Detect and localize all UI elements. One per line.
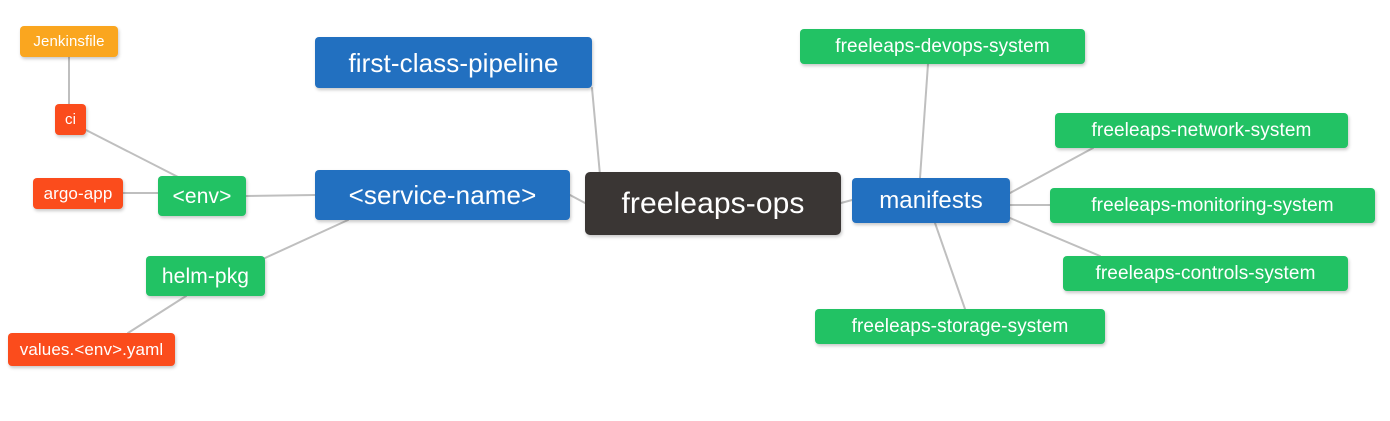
node-Jenkinsfile[interactable]: Jenkinsfile — [20, 26, 118, 57]
node-helm-pkg[interactable]: helm-pkg — [146, 256, 265, 296]
edge-env-to-ci — [85, 129, 181, 179]
edge-service-name-to-env — [245, 194, 316, 197]
node-freeleaps-ops[interactable]: freeleaps-ops — [585, 172, 841, 235]
node-freeleaps-monitoring-system[interactable]: freeleaps-monitoring-system — [1050, 188, 1375, 223]
node-env[interactable]: <env> — [158, 176, 246, 216]
edge-manifests-to-freeleaps-network-system — [1009, 147, 1094, 194]
node-first-class-pipeline[interactable]: first-class-pipeline — [315, 37, 592, 88]
node-freeleaps-devops-system[interactable]: freeleaps-devops-system — [800, 29, 1085, 64]
edge-manifests-to-freeleaps-devops-system — [919, 63, 929, 179]
node-service-name[interactable]: <service-name> — [315, 170, 570, 220]
node-values-env-yaml[interactable]: values.<env>.yaml — [8, 333, 175, 366]
node-ci[interactable]: ci — [55, 104, 86, 135]
node-freeleaps-controls-system[interactable]: freeleaps-controls-system — [1063, 256, 1348, 291]
node-argo-app[interactable]: argo-app — [33, 178, 123, 209]
edge-freeleaps-ops-to-manifests — [840, 199, 853, 204]
edge-helm-pkg-to-values-env-yaml — [127, 295, 187, 334]
edge-manifests-to-freeleaps-storage-system — [934, 222, 966, 310]
edge-service-name-to-helm-pkg — [264, 219, 349, 259]
edge-freeleaps-ops-to-service-name — [569, 194, 586, 204]
node-manifests[interactable]: manifests — [852, 178, 1010, 223]
node-freeleaps-network-system[interactable]: freeleaps-network-system — [1055, 113, 1348, 148]
node-freeleaps-storage-system[interactable]: freeleaps-storage-system — [815, 309, 1105, 344]
edge-manifests-to-freeleaps-controls-system — [1009, 217, 1101, 257]
edge-freeleaps-ops-to-first-class-pipeline — [591, 87, 601, 176]
